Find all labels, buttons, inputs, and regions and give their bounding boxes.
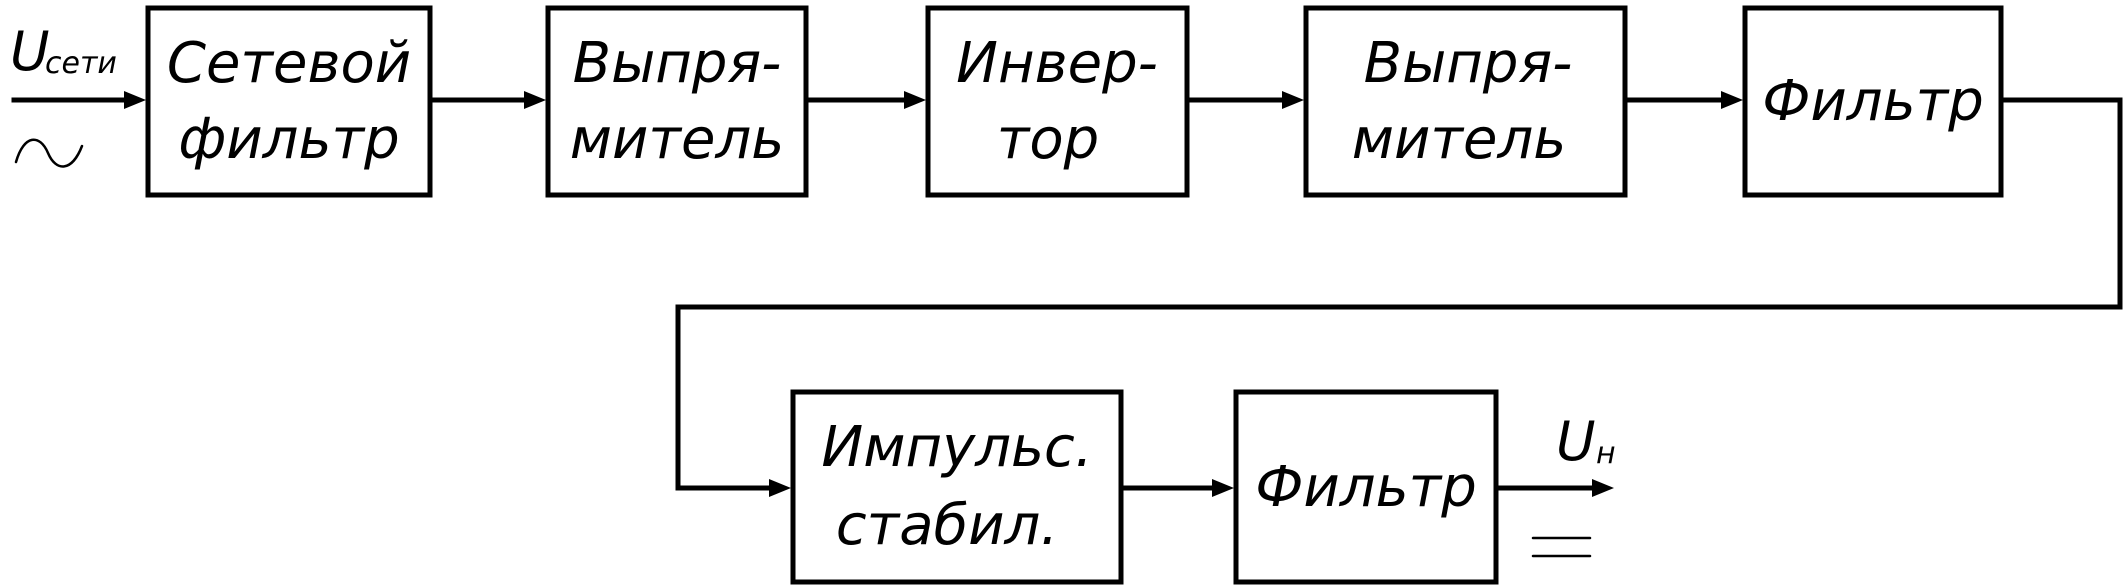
arrow-6: [1212, 479, 1234, 497]
arrow-5: [769, 479, 791, 497]
ac-sine-icon: [14, 138, 84, 168]
block-label-line-1: Сетевой: [167, 31, 411, 96]
arrow-2: [904, 91, 926, 109]
output-marking: U н: [1531, 410, 1616, 558]
block-pulse-stabilizer: Импульс. стабил.: [790, 389, 1124, 585]
block-frame: [1233, 389, 1499, 585]
output-voltage-symbol: U: [1556, 410, 1596, 473]
block-frame: [545, 5, 809, 198]
block-label-line-2: тор: [997, 107, 1099, 172]
block-frame: [1742, 5, 2004, 198]
input-marking: U сети: [10, 20, 117, 168]
input-voltage-subscript: сети: [45, 46, 117, 81]
block-label-line-2: митель: [1352, 107, 1567, 172]
input-voltage-symbol: U: [10, 20, 50, 83]
wire-return: [675, 97, 2123, 491]
block-label-line-1: Импульс.: [821, 415, 1092, 480]
block-frame: [145, 5, 433, 198]
block-mains-filter: Сетевой фильтр: [145, 5, 433, 198]
block-inverter: Инвер- тор: [925, 5, 1190, 198]
output-voltage-subscript: н: [1596, 436, 1616, 471]
block-label-line-2: стабил.: [836, 493, 1058, 558]
block-frame: [1303, 5, 1628, 198]
arrow-input: [124, 91, 146, 109]
connections: [11, 91, 2123, 497]
block-label-line-1: Фильтр: [1255, 455, 1477, 520]
arrow-3: [1282, 91, 1304, 109]
arrow-4: [1721, 91, 1743, 109]
arrow-output: [1592, 479, 1614, 497]
block-frame: [925, 5, 1190, 198]
block-label-line-1: Выпря-: [1364, 31, 1573, 96]
arrow-1: [524, 91, 546, 109]
block-rectifier-1: Выпря- митель: [545, 5, 809, 198]
block-label-line-1: Выпря-: [573, 31, 782, 96]
block-label-line-1: Фильтр: [1762, 69, 1984, 134]
block-label-line-2: фильтр: [178, 107, 399, 172]
block-label-line-1: Инвер-: [956, 31, 1158, 96]
block-rectifier-2: Выпря- митель: [1303, 5, 1628, 198]
block-filter-1: Фильтр: [1742, 5, 2004, 198]
block-frame: [790, 389, 1124, 585]
block-label-line-2: митель: [570, 107, 785, 172]
block-filter-2: Фильтр: [1233, 389, 1499, 585]
